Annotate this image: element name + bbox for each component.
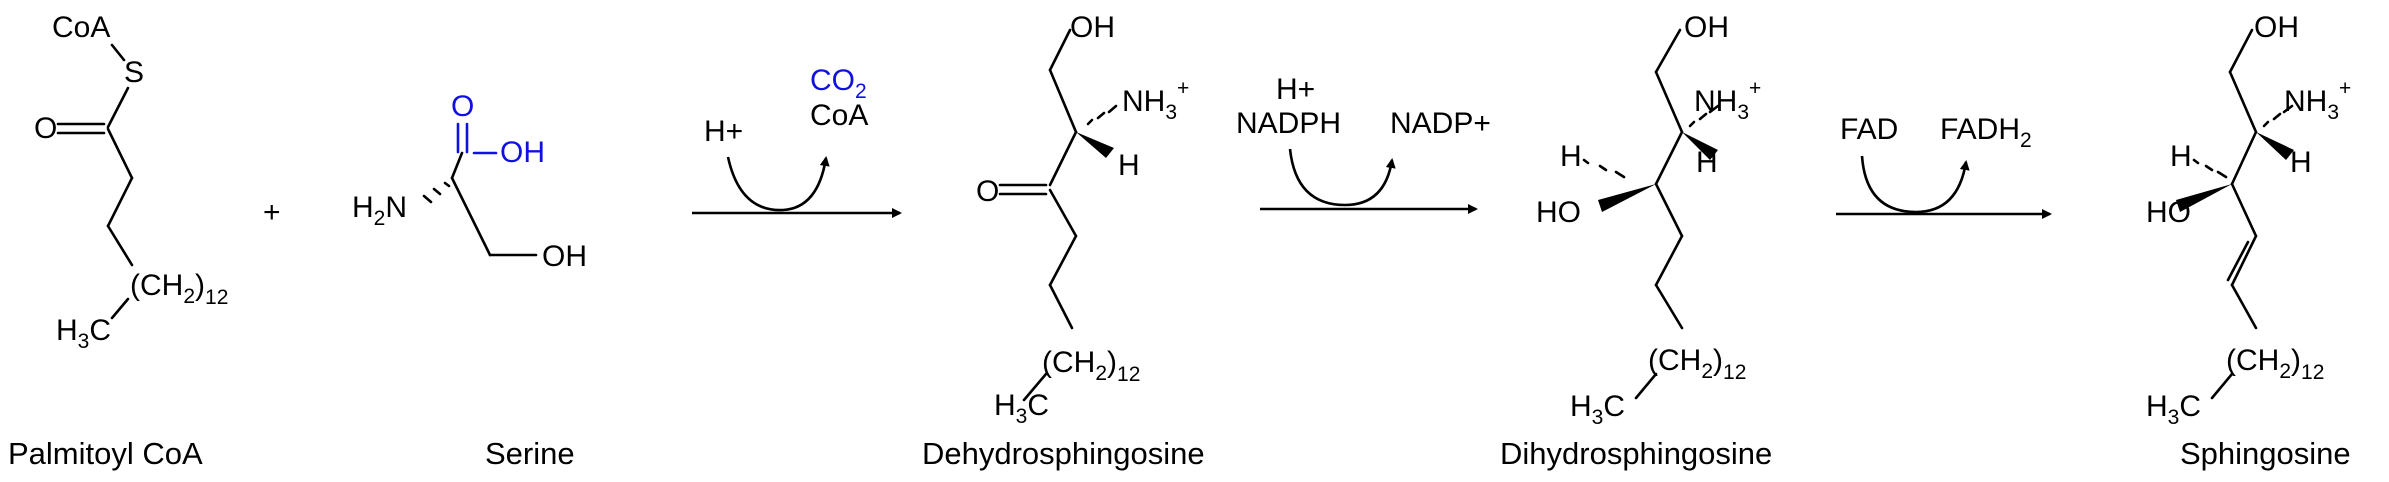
dehydrosphingosine-name: Dehydrosphingosine bbox=[922, 436, 1205, 471]
dehydrosphingosine-h-label: H bbox=[1118, 149, 1140, 182]
reaction-3-curved-arrow bbox=[1860, 155, 1970, 214]
dihydrosphingosine-ch2-label: (CH2)12 bbox=[1648, 344, 1746, 384]
sphingosine-ch2-label: (CH2)12 bbox=[2226, 344, 2324, 384]
dihydrosphingosine-ho-label: HO bbox=[1536, 196, 1581, 229]
sphingosine-bonds bbox=[2176, 28, 2294, 400]
dehydrosphingosine-structure: OH NH3+ H O (CH2)12 H3C bbox=[976, 11, 1189, 428]
dehydrosphingosine-oh-label: OH bbox=[1070, 11, 1115, 44]
dihydrosphingosine-nh3-label: NH3+ bbox=[1694, 77, 1761, 124]
serine-structure: O OH H2N OH bbox=[352, 90, 587, 273]
dehydrosphingosine-o-label: O bbox=[976, 175, 999, 208]
serine-carbonyl-o-label: O bbox=[451, 90, 474, 123]
dehydrosphingosine-bonds bbox=[998, 28, 1118, 402]
sphingosine-name: Sphingosine bbox=[2180, 436, 2351, 471]
palmitoyl-coa-structure: CoA S O (CH2)12 H3C bbox=[34, 11, 228, 353]
dihydrosphingosine-h-left-label: H bbox=[1560, 140, 1582, 173]
serine-bonds bbox=[422, 122, 538, 257]
dehydrosphingosine-ch2-label: (CH2)12 bbox=[1042, 346, 1140, 386]
palmitoyl-coa-ch2-label: (CH2)12 bbox=[130, 269, 228, 309]
plus-sign: + bbox=[263, 196, 281, 229]
sphingosine-h-left-label: H bbox=[2170, 140, 2192, 173]
dehydrosphingosine-nh3-label: NH3+ bbox=[1122, 77, 1189, 124]
palmitoyl-coa-h3c-label: H3C bbox=[56, 314, 111, 353]
dehydrosphingosine-h3c-label: H3C bbox=[994, 389, 1049, 428]
reaction-1-input: H+ bbox=[704, 115, 743, 148]
reaction-1-coa: CoA bbox=[810, 99, 868, 132]
palmitoyl-coa-s-label: S bbox=[124, 56, 144, 89]
reaction-3-fad: FAD bbox=[1840, 113, 1898, 146]
sphingosine-nh3-label: NH3+ bbox=[2284, 77, 2351, 124]
palmitoyl-coa-bonds bbox=[56, 43, 134, 320]
reaction-2-nadph: NADPH bbox=[1236, 107, 1341, 140]
serine-h2n-label: H2N bbox=[352, 191, 407, 230]
sphingosine-structure: OH NH3+ H H HO (CH2)12 H3C bbox=[2146, 11, 2351, 429]
dihydrosphingosine-name: Dihydrosphingosine bbox=[1500, 436, 1772, 471]
palmitoyl-coa-coa-label: CoA bbox=[52, 11, 110, 44]
sphingosine-h3c-label: H3C bbox=[2146, 390, 2201, 429]
dihydrosphingosine-bonds bbox=[1582, 28, 1720, 400]
reaction-1-co2: CO2 bbox=[810, 64, 867, 103]
reaction-1-curved-arrow bbox=[726, 156, 830, 212]
sphingosine-h-right-label: H bbox=[2290, 146, 2312, 179]
dihydrosphingosine-structure: OH NH3+ H H HO (CH2)12 H3C bbox=[1536, 11, 1761, 429]
serine-oh-label: OH bbox=[542, 240, 587, 273]
palmitoyl-coa-o-label: O bbox=[34, 112, 57, 145]
serine-acid-oh-label: OH bbox=[500, 136, 545, 169]
reaction-3-fadh2: FADH2 bbox=[1940, 113, 2032, 152]
reaction-arrow-1: H+ CO2 CoA bbox=[692, 64, 902, 218]
dihydrosphingosine-h3c-label: H3C bbox=[1570, 390, 1625, 429]
sphingosine-oh-label: OH bbox=[2254, 11, 2299, 44]
reaction-arrow-3: FAD FADH2 bbox=[1836, 113, 2052, 219]
reaction-2-nadp-plus: NADP+ bbox=[1390, 107, 1491, 140]
reaction-2-curved-arrow bbox=[1288, 148, 1396, 207]
palmitoyl-coa-name: Palmitoyl CoA bbox=[8, 436, 203, 471]
reaction-2-h-plus: H+ bbox=[1276, 73, 1315, 106]
dihydrosphingosine-oh-label: OH bbox=[1684, 11, 1729, 44]
serine-name: Serine bbox=[485, 436, 575, 471]
reaction-arrow-2: H+ NADPH NADP+ bbox=[1236, 73, 1491, 214]
